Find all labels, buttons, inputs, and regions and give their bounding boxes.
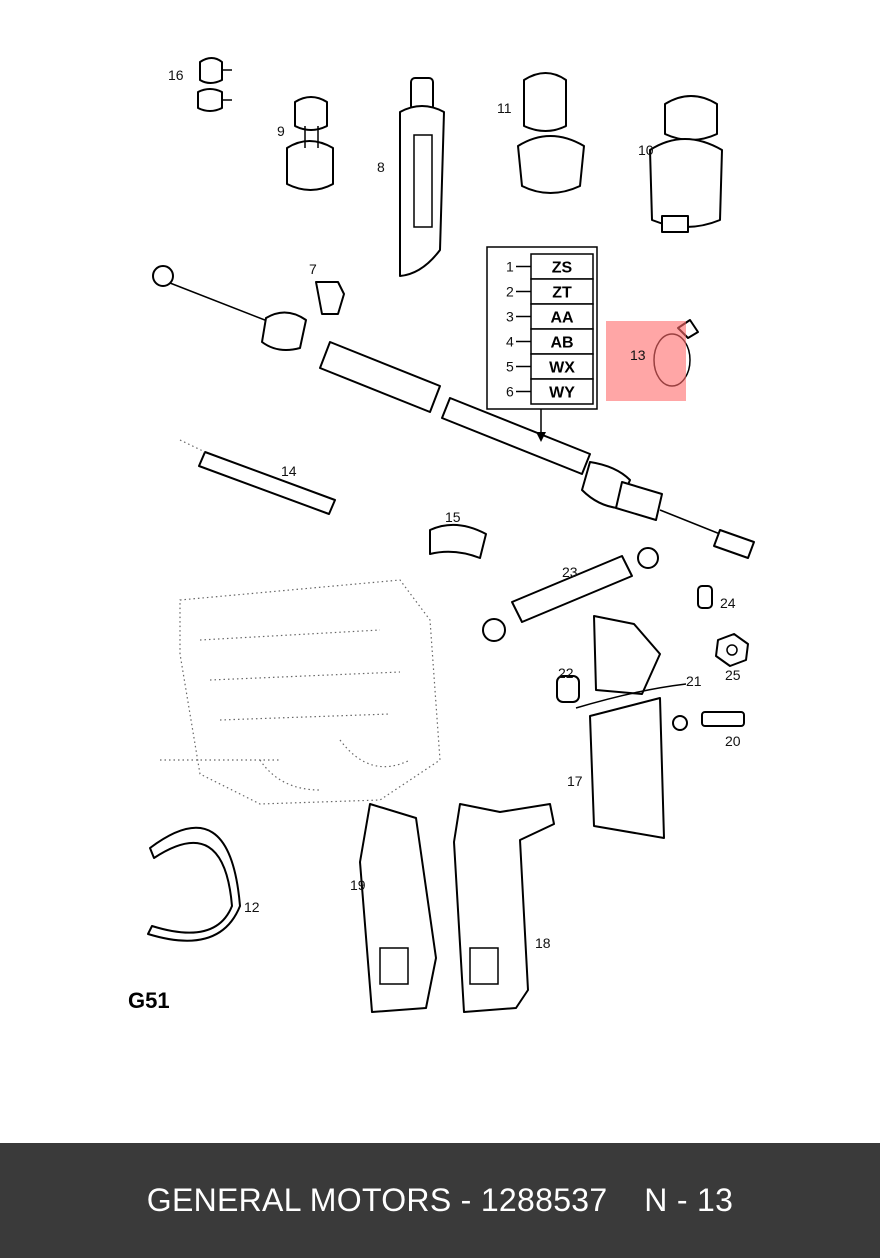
part-10-clip [649, 95, 723, 233]
code-row-code: ZT [552, 285, 572, 302]
part-19-bracket [359, 803, 437, 1013]
callout-20: 20 [725, 733, 741, 749]
engine-outline [160, 579, 441, 805]
callout-16: 16 [168, 67, 184, 83]
code-row-number: 4 [506, 334, 514, 350]
footer-part-number: 1288537 [480, 1182, 608, 1218]
part-23-strut [482, 547, 659, 642]
footer-brand: GENERAL MOTORS [146, 1182, 452, 1218]
part-8-tube [399, 77, 445, 277]
callout-17: 17 [567, 773, 583, 789]
footer-ref: N - 13 [644, 1182, 734, 1218]
footer-separator: - [451, 1182, 481, 1218]
code-row-number: 3 [506, 309, 514, 325]
callout-15: 15 [445, 509, 461, 525]
part-13-clamp [606, 319, 699, 401]
code-row-code: ZS [552, 260, 573, 277]
code-cell-box [530, 353, 594, 380]
part-9-clip [286, 96, 334, 191]
part-15-clip [429, 523, 487, 559]
code-row-number: 2 [506, 284, 514, 300]
part-16-clips [197, 57, 232, 112]
code-table: 1 ZS 2 ZT 3 AA 4 AB 5 WX 6 WY [486, 246, 598, 442]
code-row-number: 5 [506, 359, 514, 375]
callout-7: 7 [309, 261, 317, 277]
callout-8: 8 [377, 159, 385, 175]
callout-21: 21 [686, 673, 702, 689]
callout-24: 24 [720, 595, 736, 611]
code-cell-box [530, 278, 594, 305]
callout-19: 19 [350, 877, 366, 893]
part-14-strip [179, 439, 336, 515]
callout-9: 9 [277, 123, 285, 139]
code-cell-box [530, 378, 594, 405]
callout-labels: 16 9 8 11 10 7 13 14 15 23 24 25 22 21 2… [168, 67, 741, 951]
part-12-band [147, 826, 241, 942]
code-row-number: 6 [506, 384, 514, 400]
footer-bar: GENERAL MOTORS - 1288537 N - 13 [0, 1143, 880, 1258]
highlight-box [606, 321, 686, 401]
callout-22: 22 [558, 665, 574, 681]
part-11-clip [517, 72, 585, 194]
callout-23: 23 [562, 564, 578, 580]
code-row-code: WY [549, 385, 575, 402]
footer-spacer [608, 1182, 645, 1219]
exploded-parts-diagram: 1 ZS 2 ZT 3 AA 4 AB 5 WX 6 WY [128, 57, 755, 1013]
code-cell-box [530, 328, 594, 355]
callout-25: 25 [725, 667, 741, 683]
code-cell-box [530, 253, 594, 280]
callout-10: 10 [638, 142, 654, 158]
part-7-bracket [315, 281, 345, 315]
cable-assembly [152, 265, 755, 559]
code-row-code: AA [550, 310, 574, 327]
callout-14: 14 [281, 463, 297, 479]
callout-12: 12 [244, 899, 260, 915]
callout-11: 11 [497, 100, 512, 116]
part-18-bracket [453, 803, 555, 1013]
section-label: G51 [128, 988, 170, 1013]
part-24-25-hardware [697, 585, 749, 667]
code-row-code: WX [549, 360, 575, 377]
code-row-code: AB [550, 335, 573, 352]
callout-18: 18 [535, 935, 551, 951]
code-row-number: 1 [506, 259, 514, 275]
part-21-lever [556, 615, 745, 839]
callout-13: 13 [630, 347, 646, 363]
